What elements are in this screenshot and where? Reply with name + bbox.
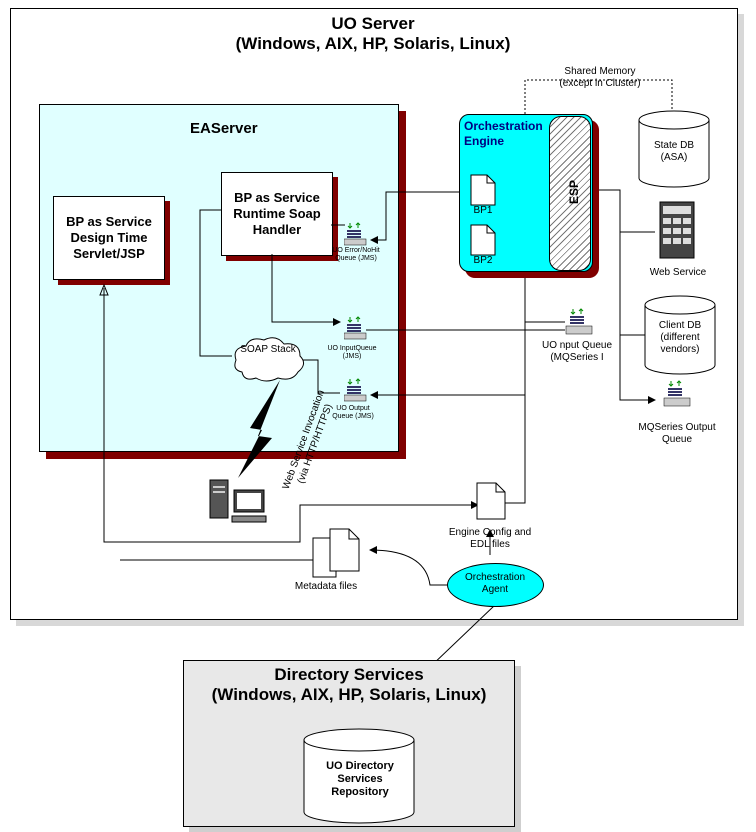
uo-repository-label: UO Directory Services Repository <box>326 760 394 798</box>
orchestration-engine-title: Orchestration Engine <box>464 119 543 148</box>
metadata-documents-icon <box>312 528 360 578</box>
bp2-label: BP2 <box>473 255 493 266</box>
directory-services-platforms: (Windows, AIX, HP, Solaris, Linux) <box>211 685 487 704</box>
shared-memory-line <box>524 79 673 114</box>
state-db-cylinder-icon <box>638 110 710 188</box>
output-queue-label: UO Output Queue (JMS) <box>332 405 374 420</box>
directory-services-title: Directory Services <box>274 665 424 684</box>
engine-config-label: Engine Config and EDL files <box>448 527 532 550</box>
mq-input-queue-icon <box>565 308 593 335</box>
web-service-server-icon <box>659 201 695 259</box>
bp1-label: BP1 <box>473 205 493 216</box>
easerver-container <box>39 104 399 452</box>
input-queue-label: UO InputQueue (JMS) <box>327 345 377 360</box>
esp-label: ESP <box>567 179 582 205</box>
soap-cloud-icon <box>234 337 304 382</box>
uo-repository-cylinder-icon <box>303 728 415 824</box>
mq-output-queue-label: MQSeries Output Queue <box>638 422 716 445</box>
client-db-cylinder-icon <box>644 295 716 375</box>
orchestration-agent-label: Orchestration Agent <box>464 572 526 595</box>
output-queue-icon <box>344 378 367 402</box>
bp2-document-icon <box>470 224 496 256</box>
mq-input-queue-label: UO nput Queue (MQSeries I <box>541 340 613 363</box>
design-arrow-head <box>99 283 109 296</box>
agent-to-metadata <box>369 546 447 586</box>
uo-server-platforms: (Windows, AIX, HP, Solaris, Linux) <box>235 34 511 53</box>
design-to-engine-config <box>103 288 479 543</box>
uo-server-title: UO Server <box>331 14 415 33</box>
engine-to-error-queue <box>370 191 459 244</box>
engine-config-document-icon <box>476 482 506 520</box>
engine-to-mq-output <box>591 189 656 404</box>
mq-output-queue-icon <box>663 380 691 407</box>
error-queue-icon <box>344 222 367 246</box>
client-db-label: Client DB (different vendors) <box>658 320 702 355</box>
orchestration-agent-node <box>447 563 544 607</box>
easerver-title: EAServer <box>190 120 258 137</box>
engine-vertical <box>505 270 526 504</box>
computer-icon <box>209 479 267 523</box>
lightning-bolt <box>238 380 280 478</box>
shared-memory-label: Shared Memory (except in Cluster) <box>559 66 641 89</box>
bp1-document-icon <box>470 174 496 206</box>
bp-design-time-box: BP as Service Design Time Servlet/JSP <box>53 196 165 280</box>
soap-stack-label: SOAP Stack <box>240 344 296 355</box>
error-queue-label: UO Error/NoHit Queue (JMS) <box>332 247 380 262</box>
input-queue-icon <box>344 316 367 340</box>
bp-runtime-box: BP as Service Runtime Soap Handler <box>221 172 333 256</box>
state-db-label: State DB (ASA) <box>653 140 695 163</box>
esp-panel <box>549 116 591 271</box>
metadata-files-label: Metadata files <box>294 581 358 592</box>
runtime-to-input-queue <box>271 254 341 326</box>
web-service-label: Web Service <box>649 267 707 278</box>
soap-to-runtime <box>199 209 232 357</box>
